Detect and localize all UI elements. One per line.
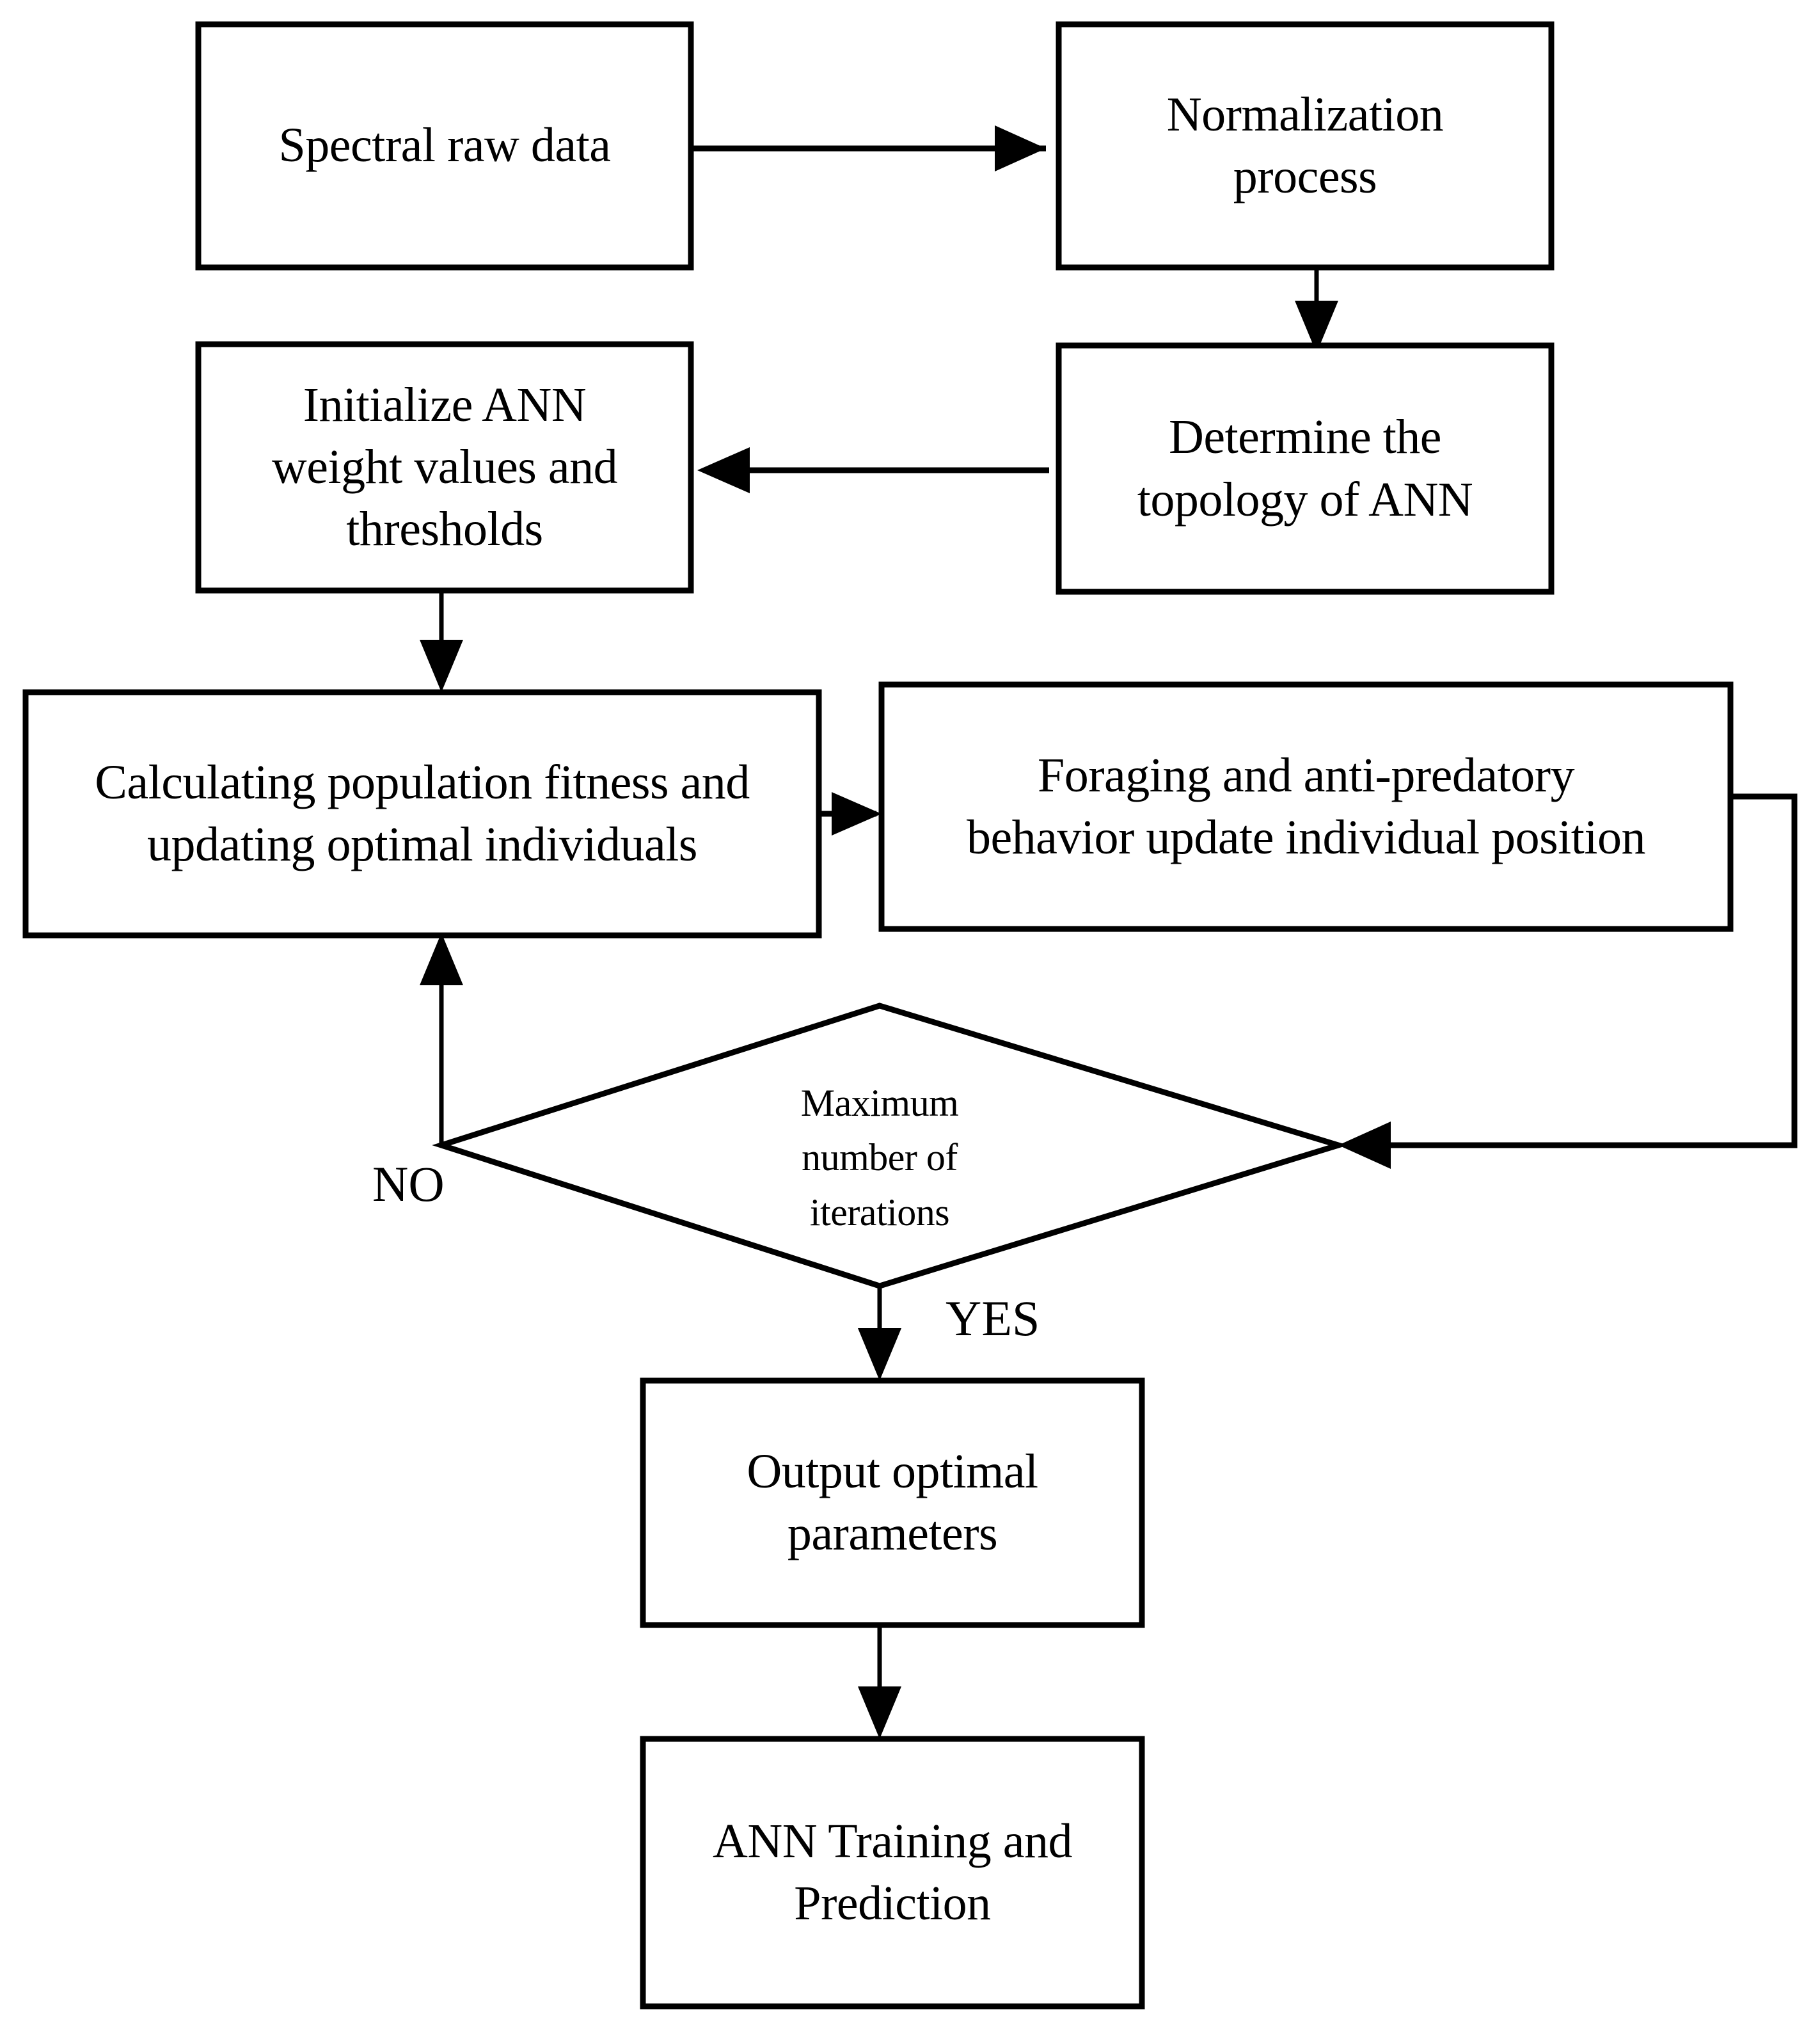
- edge-label-no: NO: [372, 1156, 445, 1212]
- edge-normalization-to-topology: [1295, 267, 1338, 353]
- edge-raw-to-normalization: [691, 125, 1046, 171]
- edge-decision-yes-to-output: [858, 1286, 901, 1381]
- node-spectral-raw-data[interactable]: [195, 21, 694, 271]
- edge-initialize-to-calculating: [420, 589, 463, 692]
- edge-decision-no-to-calculating: [420, 933, 463, 1148]
- node-foraging-behavior[interactable]: [878, 681, 1734, 932]
- edge-topology-to-initialize: [697, 447, 1049, 493]
- edge-output-to-training: [858, 1625, 901, 1739]
- edge-foraging-to-decision: [1338, 793, 1798, 1169]
- node-output-optimal-parameters[interactable]: [640, 1377, 1145, 1628]
- node-determine-topology[interactable]: [1056, 342, 1555, 595]
- node-normalization-process[interactable]: [1056, 21, 1555, 271]
- edge-label-yes: YES: [946, 1290, 1040, 1346]
- node-calculating-fitness[interactable]: [22, 689, 822, 939]
- node-initialize-ann-weights[interactable]: [195, 341, 694, 594]
- node-max-iterations-decision[interactable]: [432, 1003, 1349, 1289]
- edge-calculating-to-foraging: [819, 792, 882, 836]
- node-ann-training-prediction[interactable]: [640, 1736, 1145, 2010]
